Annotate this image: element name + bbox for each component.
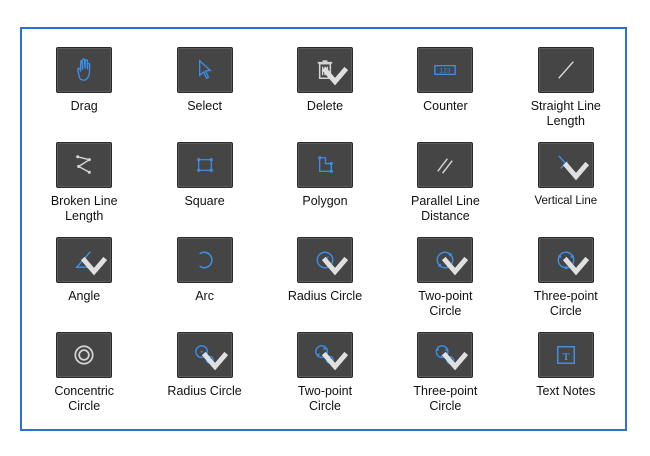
chevron-down-icon[interactable] bbox=[561, 156, 591, 186]
parallel-lines-icon bbox=[437, 158, 454, 174]
chevron-down-icon[interactable] bbox=[79, 251, 109, 281]
tool-button[interactable] bbox=[176, 142, 233, 188]
broken-line-icon bbox=[76, 155, 92, 174]
tool-button[interactable] bbox=[417, 332, 474, 378]
chevron-down-icon[interactable] bbox=[320, 251, 350, 281]
chevron-down-icon[interactable] bbox=[320, 346, 350, 376]
tool-two-point-circle-pair[interactable]: Two-point Circle bbox=[265, 332, 385, 427]
tool-label: Radius Circle bbox=[287, 289, 363, 303]
tool-label: Three-point Circle bbox=[533, 289, 598, 318]
chevron-down-icon[interactable] bbox=[561, 251, 591, 281]
tool-parallel-lines[interactable]: Parallel Line Distance bbox=[385, 142, 505, 237]
counter-icon: 123 bbox=[434, 64, 457, 76]
tool-arc[interactable]: Arc bbox=[144, 237, 264, 332]
tool-button[interactable] bbox=[296, 142, 353, 188]
tool-hand[interactable]: Drag bbox=[24, 47, 144, 142]
tool-label: Two-point Circle bbox=[418, 289, 473, 318]
tool-broken-line[interactable]: Broken Line Length bbox=[24, 142, 144, 237]
cursor-icon bbox=[198, 59, 212, 80]
tool-label: Two-point Circle bbox=[297, 384, 353, 413]
tool-button[interactable] bbox=[537, 237, 594, 283]
tool-label: Broken Line Length bbox=[50, 194, 118, 223]
tool-vertical-line[interactable]: Vertical Line bbox=[506, 142, 626, 237]
straight-line-icon bbox=[557, 61, 574, 79]
tool-button[interactable] bbox=[56, 332, 113, 378]
tool-angle[interactable]: Angle bbox=[24, 237, 144, 332]
text-notes-icon: T bbox=[556, 346, 575, 364]
tool-label: Select bbox=[187, 99, 222, 113]
tool-button[interactable] bbox=[176, 237, 233, 283]
arc-icon bbox=[198, 251, 213, 269]
concentric-circle-icon bbox=[74, 345, 94, 365]
tool-label: Vertical Line bbox=[534, 195, 598, 207]
tool-button[interactable] bbox=[417, 237, 474, 283]
tool-button[interactable]: 123 bbox=[417, 47, 474, 93]
tool-button[interactable] bbox=[56, 142, 113, 188]
tool-label: Square bbox=[184, 194, 225, 208]
tool-square[interactable]: Square bbox=[144, 142, 264, 237]
tool-button[interactable] bbox=[537, 142, 594, 188]
tool-label: Drag bbox=[70, 99, 98, 113]
tool-button[interactable] bbox=[296, 332, 353, 378]
tool-label: Arc bbox=[195, 289, 214, 303]
tool-three-point-circle[interactable]: Three-point Circle bbox=[506, 237, 626, 332]
svg-text:123: 123 bbox=[440, 68, 452, 75]
tool-radius-circle-pair[interactable]: Radius Circle bbox=[144, 332, 264, 427]
tool-button[interactable] bbox=[537, 47, 594, 93]
tool-button[interactable] bbox=[296, 47, 353, 93]
chevron-down-icon[interactable] bbox=[440, 346, 470, 376]
hand-icon bbox=[77, 58, 91, 81]
tool-two-point-circle[interactable]: Two-point Circle bbox=[385, 237, 505, 332]
tool-text-notes[interactable]: T Text Notes bbox=[506, 332, 626, 427]
tool-trash[interactable]: Delete bbox=[265, 47, 385, 142]
chevron-down-icon[interactable] bbox=[320, 61, 350, 91]
tool-concentric-circle[interactable]: Concentric Circle bbox=[24, 332, 144, 427]
tool-label: Straight Line Length bbox=[530, 99, 601, 128]
chevron-down-icon[interactable] bbox=[440, 251, 470, 281]
tool-label: Text Notes bbox=[536, 384, 596, 398]
tool-label: Parallel Line Distance bbox=[410, 194, 480, 223]
tool-label: Polygon bbox=[302, 194, 348, 208]
tool-cursor[interactable]: Select bbox=[144, 47, 264, 142]
tool-radius-circle[interactable]: Radius Circle bbox=[265, 237, 385, 332]
tool-button[interactable] bbox=[417, 142, 474, 188]
tool-straight-line[interactable]: Straight Line Length bbox=[506, 47, 626, 142]
tool-button[interactable]: T bbox=[537, 332, 594, 378]
polygon-icon bbox=[318, 156, 333, 173]
tool-button[interactable] bbox=[176, 47, 233, 93]
tool-polygon[interactable]: Polygon bbox=[265, 142, 385, 237]
tool-label: Concentric Circle bbox=[54, 384, 115, 413]
tool-button[interactable] bbox=[176, 332, 233, 378]
tool-label: Delete bbox=[306, 99, 344, 113]
svg-text:T: T bbox=[562, 352, 569, 363]
tool-label: Angle bbox=[68, 289, 101, 303]
tool-button[interactable] bbox=[296, 237, 353, 283]
tool-label: Three-point Circle bbox=[413, 384, 478, 413]
chevron-down-icon[interactable] bbox=[200, 346, 230, 376]
tool-button[interactable] bbox=[56, 237, 113, 283]
tool-three-point-circle-pair[interactable]: Three-point Circle bbox=[385, 332, 505, 427]
tool-button[interactable] bbox=[56, 47, 113, 93]
square-icon bbox=[196, 158, 213, 172]
tool-label: Counter bbox=[423, 99, 468, 113]
tool-label: Radius Circle bbox=[167, 384, 242, 398]
